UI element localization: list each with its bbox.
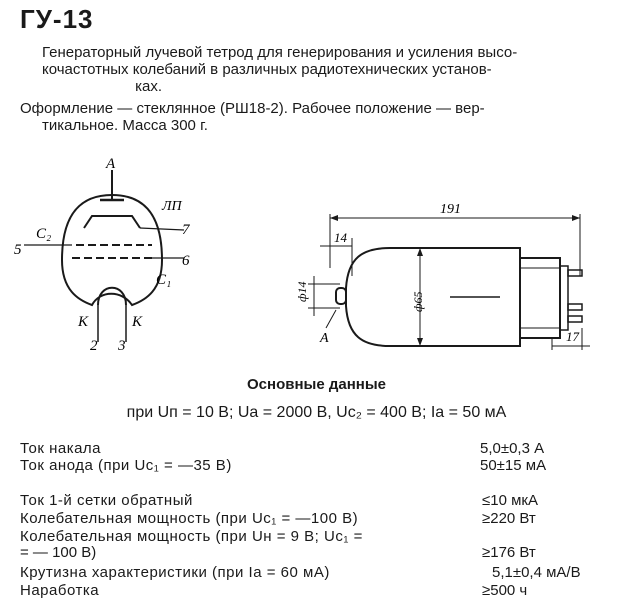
beam-plates-label: ЛП (161, 199, 182, 214)
glass-bulb (345, 247, 521, 347)
param-row: Ток 1-й сетки обратный ≤10 мкА (20, 492, 538, 509)
bulb-diameter-dimension: ф65 (411, 291, 425, 312)
grid1-label: С₁ (156, 272, 171, 288)
param-row: Ток анода (при Uс₁ = —35 В) 50±15 мА (20, 457, 547, 474)
param-row: Колебательная мощность (при Uн = 9 В; Uс… (20, 528, 536, 561)
length-dimension: 191 (440, 202, 461, 217)
section-title: Основные данные (247, 376, 386, 393)
base-pin (567, 315, 583, 323)
pin-2-label: 2 (90, 338, 98, 354)
filament (97, 286, 127, 306)
grid2-label: С₂ (36, 226, 51, 242)
tube-outline-drawing: 191 14 ф14 А ф65 17 (295, 202, 590, 350)
tube-base (519, 257, 561, 339)
param-row: Колебательная мощность (при Uс₁ = —100 В… (20, 510, 536, 527)
cathode-right-label: К (131, 314, 143, 330)
tube-schematic: А ЛП 7 С₂ 5 6 С₁ К К 2 3 (14, 156, 191, 354)
cathode-left-label: К (77, 314, 89, 330)
page-title: ГУ-13 (20, 4, 94, 34)
pin-6-label: 6 (182, 253, 190, 269)
cap-length-dimension: 14 (334, 230, 348, 245)
test-conditions: при Uп = 10 В; Uа = 2000 В, Uс₂ = 400 В;… (126, 404, 507, 421)
anode-cap (335, 287, 347, 305)
pin-7-label: 7 (182, 222, 191, 238)
cap-diameter-dimension: ф14 (295, 281, 309, 302)
beam-plates (83, 215, 141, 229)
param-row: Крутизна характеристики (при Iа = 60 мА)… (20, 564, 581, 581)
param-row: Наработка ≥500 ч (20, 582, 528, 599)
pin-5-label: 5 (14, 242, 22, 258)
description-purpose: Генераторный лучевой тетрод для генериро… (42, 44, 518, 95)
pin-3-label: 3 (117, 338, 126, 354)
base-pin (567, 303, 583, 311)
anode-cap-label: А (319, 331, 329, 346)
description-design: Оформление — стеклянное (РШ18-2). Рабоче… (20, 100, 485, 134)
base-pin (567, 269, 583, 277)
param-row: Ток накала 5,0±0,3 А (20, 440, 545, 457)
base-length-dimension: 17 (566, 329, 580, 344)
anode-label: А (105, 156, 116, 172)
